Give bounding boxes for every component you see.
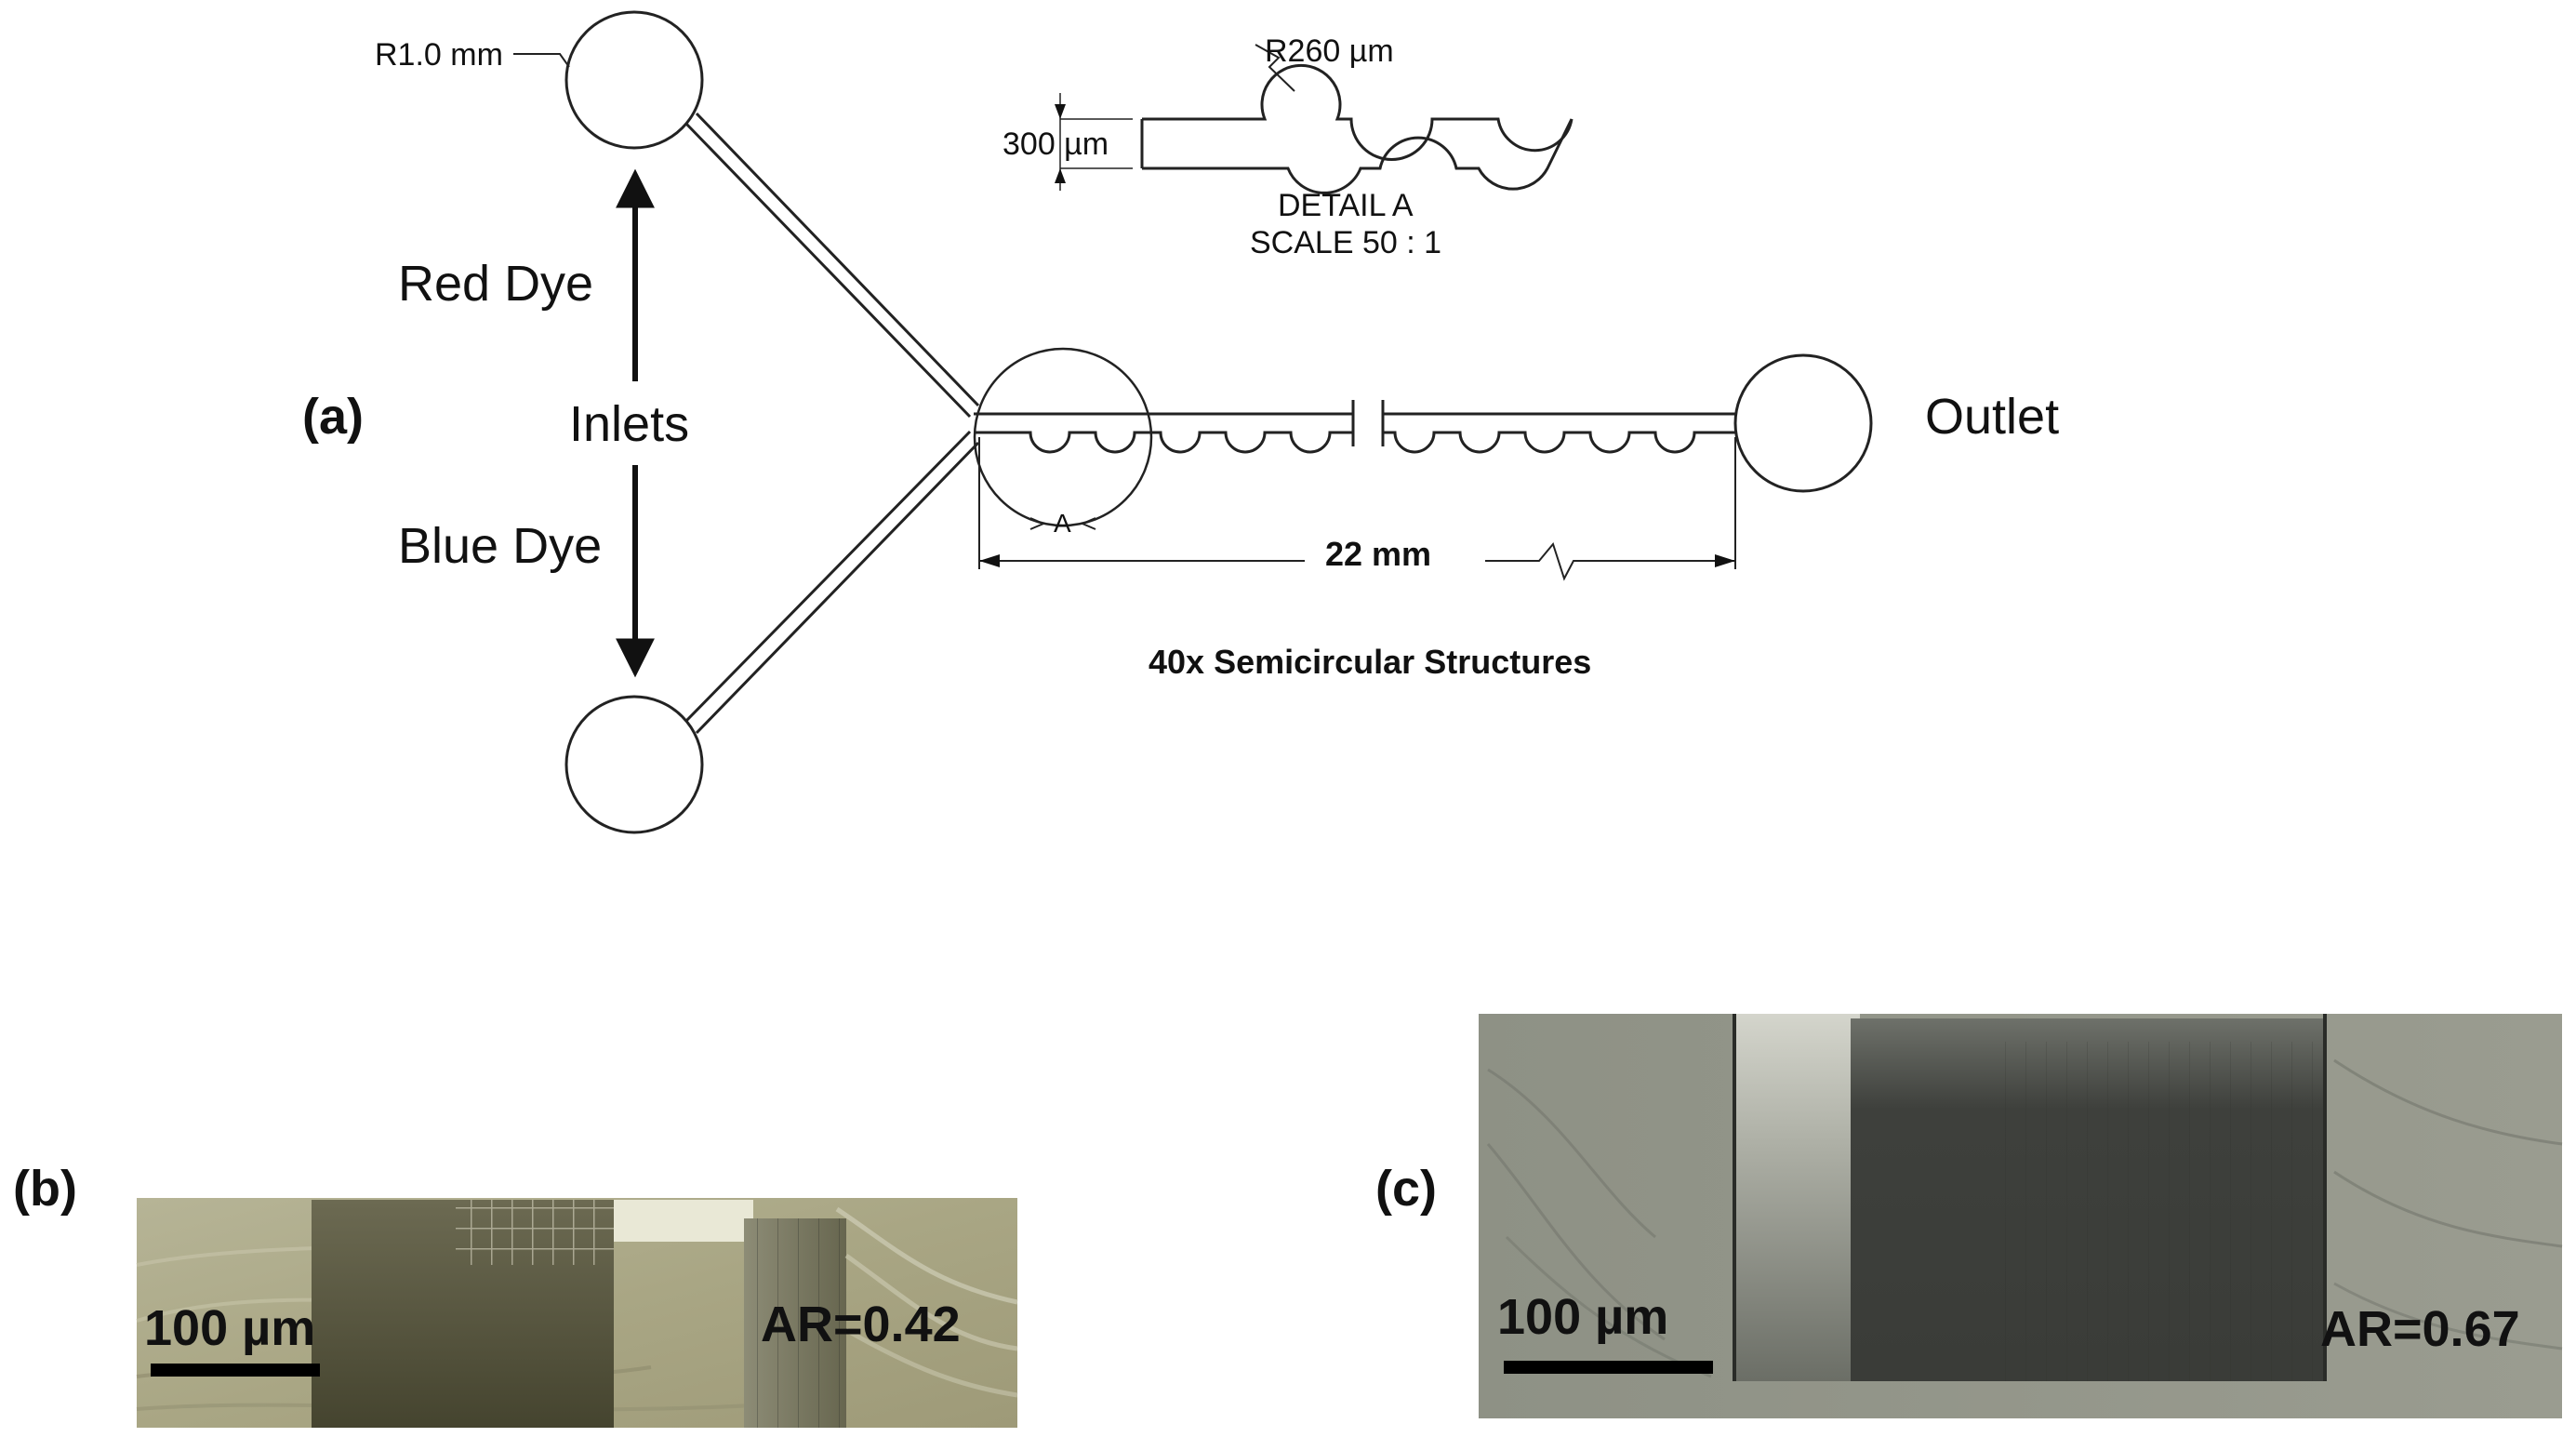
scale-bar-b-label: 100 µm: [144, 1300, 315, 1356]
blue-dye-label: Blue Dye: [398, 518, 602, 574]
detail-a-marker-arrow: [1029, 517, 1096, 530]
aspect-ratio-c: AR=0.67: [2320, 1301, 2520, 1357]
detail-a-drawing: [1055, 44, 1573, 194]
detail-title: DETAIL A: [1278, 188, 1414, 223]
aspect-ratio-b: AR=0.42: [761, 1297, 961, 1352]
outlet-circle: [1733, 353, 1873, 493]
panel-c: (c) 100 µm AR=0.67: [1375, 1014, 2563, 1418]
red-dye-label: Red Dye: [398, 256, 593, 312]
micrograph-c: [1479, 1014, 2563, 1418]
length-dimension: [978, 437, 1736, 581]
micrograph-b: [136, 1198, 1018, 1428]
detail-scale: SCALE 50 : 1: [1250, 225, 1441, 260]
scale-bar-c: [1504, 1361, 1713, 1374]
panel-a-label: (a): [302, 389, 364, 445]
inlet-channel-bottom: [684, 430, 980, 735]
length-label: 22 mm: [1325, 535, 1431, 573]
scale-bar-c-label: 100 µm: [1497, 1289, 1668, 1345]
inlet-circle-top: [564, 10, 704, 150]
panel-b: (b) 100 µm AR=0.42: [13, 1161, 1018, 1428]
panel-a: (a) R1.0 mm Red Dye Inlets Blue Dye: [302, 10, 2059, 834]
structures-note: 40x Semicircular Structures: [1149, 643, 1591, 681]
panel-c-label: (c): [1375, 1161, 1437, 1217]
scale-bar-b: [151, 1364, 320, 1377]
detail-width-label: 300 µm: [1003, 126, 1109, 162]
inlet-radius-leader: [513, 53, 570, 68]
inlet-circle-bottom: [564, 695, 704, 834]
detail-a-circle: [973, 347, 1153, 527]
main-channel: [974, 400, 1735, 454]
detail-radius-label: R260 µm: [1265, 33, 1394, 69]
panel-b-label: (b): [13, 1161, 77, 1217]
inlet-channel-top: [684, 112, 980, 419]
inlets-label: Inlets: [569, 396, 689, 452]
inlet-radius-label: R1.0 mm: [375, 37, 503, 73]
outlet-label: Outlet: [1925, 389, 2059, 445]
detail-a-marker: A: [1054, 509, 1071, 538]
